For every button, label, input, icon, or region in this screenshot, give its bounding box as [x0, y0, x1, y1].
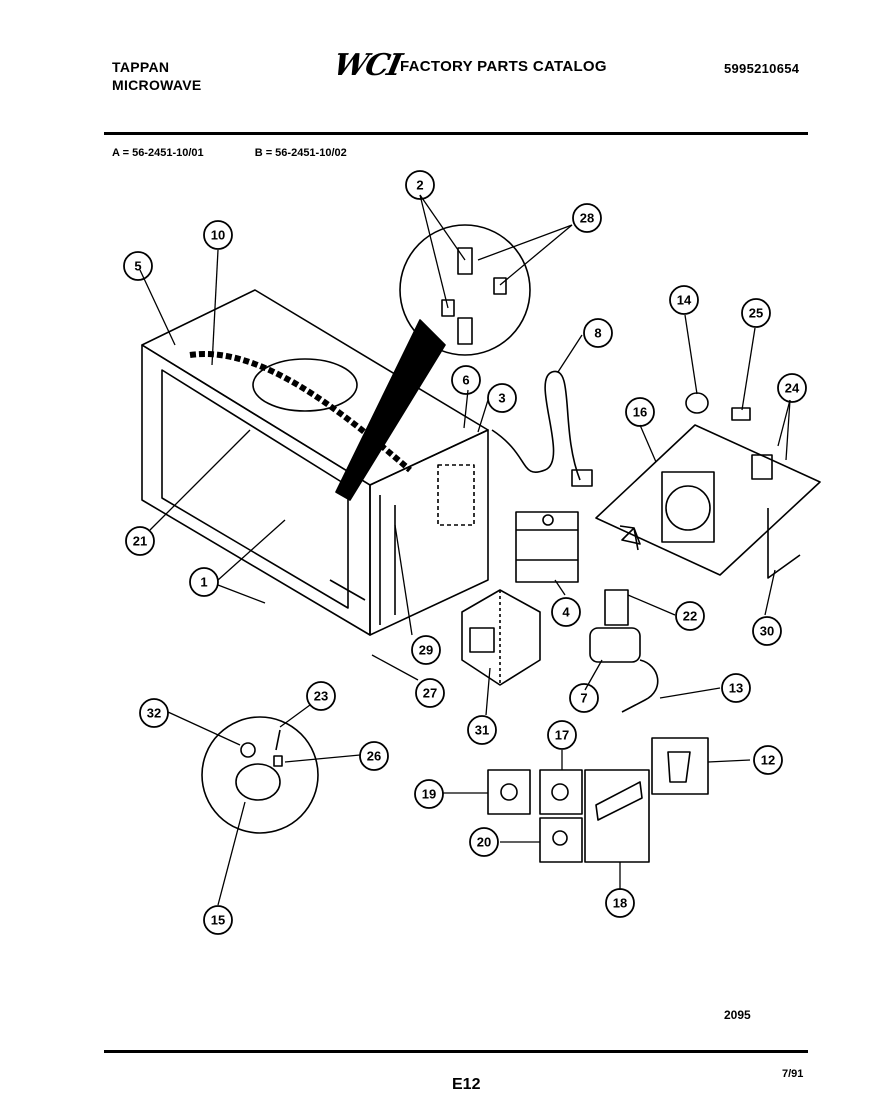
callout-12: 12 — [761, 753, 775, 768]
callout-27: 27 — [423, 686, 437, 701]
door-switch-detail-drawing — [335, 224, 531, 501]
callout-2: 2 — [416, 178, 423, 193]
callout-5: 5 — [134, 259, 141, 274]
footer-rule — [104, 1050, 808, 1053]
header-rule — [104, 132, 808, 135]
callout-26: 26 — [367, 749, 381, 764]
callout-numbers: 1 2 3 4 5 6 7 8 10 12 13 14 15 16 17 18 … — [133, 178, 800, 928]
drawing-number: 2095 — [724, 1008, 751, 1022]
small-parts-boxes — [487, 737, 709, 863]
magnetron-drawing — [515, 511, 579, 583]
callout-24: 24 — [785, 381, 800, 396]
fan-motor-assembly-drawing — [595, 392, 821, 579]
callout-18: 18 — [613, 896, 627, 911]
callout-28: 28 — [580, 211, 594, 226]
callout-29: 29 — [419, 643, 433, 658]
callout-30: 30 — [760, 624, 774, 639]
callout-31: 31 — [475, 723, 489, 738]
revision-date: 7/91 — [782, 1068, 804, 1080]
page-code: E12 — [452, 1076, 481, 1093]
leader-lines — [139, 194, 791, 906]
callout-circles — [123, 170, 807, 935]
callout-13: 13 — [729, 681, 743, 696]
callout-4: 4 — [562, 605, 570, 620]
thermal-cutout-detail-drawing — [201, 716, 319, 834]
variant-a: A = 56-2451-10/01 — [112, 147, 204, 159]
model-variants: A = 56-2451-10/01 B = 56-2451-10/02 — [112, 147, 395, 159]
brand-name: TAPPAN — [112, 59, 170, 75]
callout-19: 19 — [422, 787, 436, 802]
callout-10: 10 — [211, 228, 225, 243]
callout-15: 15 — [211, 913, 225, 928]
callout-16: 16 — [633, 405, 647, 420]
callout-3: 3 — [498, 391, 505, 406]
callout-7: 7 — [580, 691, 587, 706]
power-cord-drawing — [491, 370, 593, 487]
callout-20: 20 — [477, 835, 491, 850]
callout-22: 22 — [683, 609, 697, 624]
callout-32: 32 — [147, 706, 161, 721]
callout-17: 17 — [555, 728, 569, 743]
product-name: MICROWAVE — [112, 77, 202, 93]
capacitor-drawing — [589, 589, 659, 713]
callout-8: 8 — [594, 326, 601, 341]
catalog-title: FACTORY PARTS CATALOG — [400, 58, 607, 75]
variant-b: B = 56-2451-10/02 — [254, 147, 347, 159]
callout-21: 21 — [133, 534, 147, 549]
callout-6: 6 — [462, 373, 469, 388]
callout-14: 14 — [677, 293, 692, 308]
callout-23: 23 — [314, 689, 328, 704]
transformer-drawing — [461, 589, 541, 686]
callout-1: 1 — [200, 575, 207, 590]
brand-block: TAPPAN MICROWAVE — [112, 58, 202, 94]
catalog-part-number: 5995210654 — [724, 61, 800, 76]
callout-25: 25 — [749, 306, 763, 321]
